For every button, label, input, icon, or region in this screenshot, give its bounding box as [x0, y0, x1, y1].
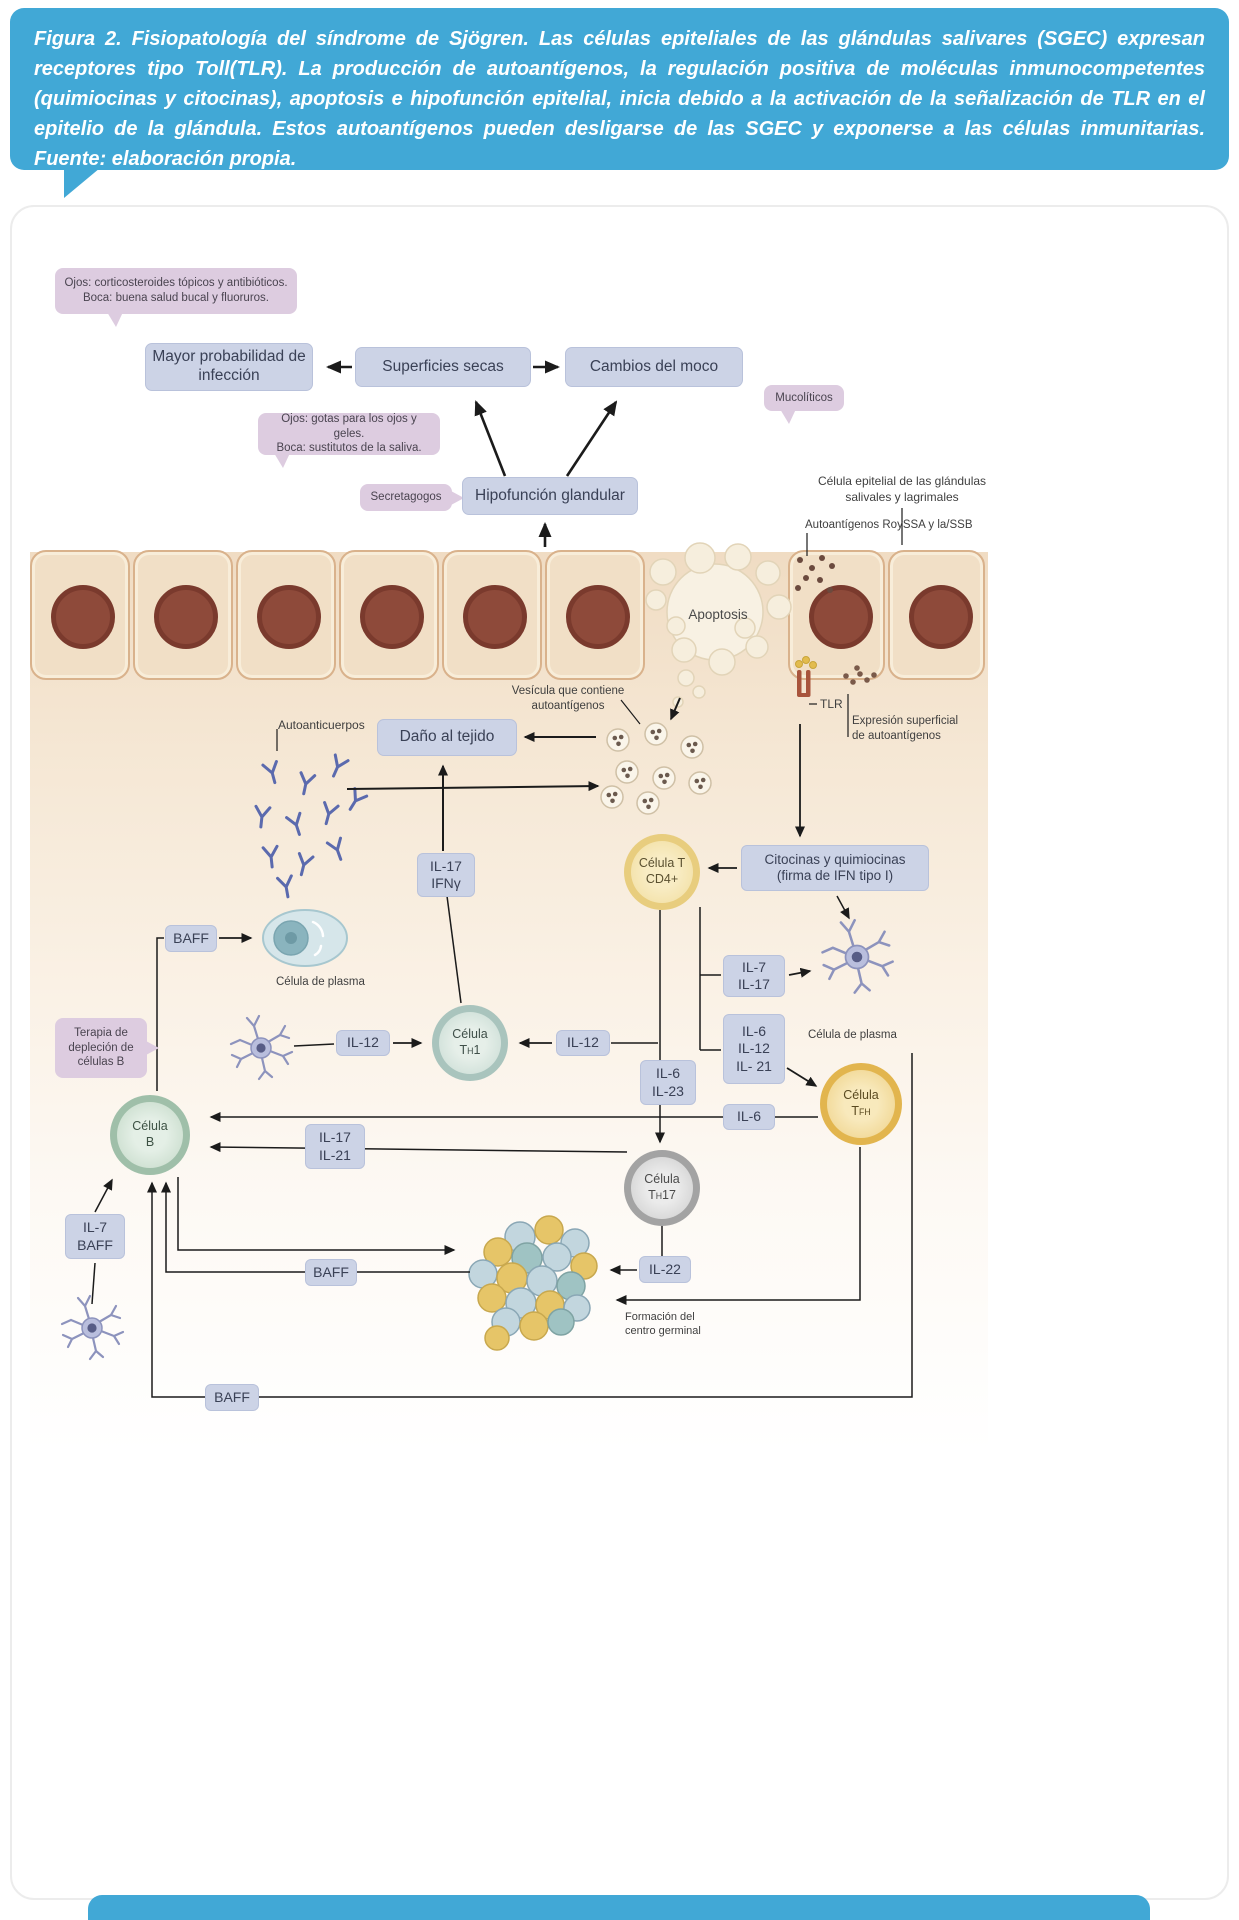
callout-tail	[274, 453, 290, 468]
label-germinal-center: Formación del centro germinal	[625, 1311, 701, 1338]
callout-topical-treatment: Ojos: corticosteroides tópicos y antibió…	[55, 268, 297, 327]
box-cytokines-chemokines: Citocinas y quimiocinas (firma de IFN ti…	[741, 845, 929, 891]
cell-nucleus	[463, 585, 527, 649]
figure-caption-text: Figura 2. Fisiopatología del síndrome de…	[34, 28, 1205, 170]
b-cell: Célula B	[110, 1095, 190, 1175]
label-autoantigens: Autoantígenos RoySSA y la/SSB	[805, 519, 973, 531]
callout-mucoliticos: Mucolíticos	[764, 385, 844, 424]
cell-nucleus	[257, 585, 321, 649]
box-il12-left: IL-12	[336, 1030, 390, 1056]
cell-nucleus	[566, 585, 630, 649]
th17-cell: Célula TH17	[624, 1150, 700, 1226]
epithelial-cell	[788, 550, 885, 680]
figure-caption-box: Figura 2. Fisiopatología del síndrome de…	[10, 8, 1229, 170]
cell-nucleus	[909, 585, 973, 649]
cell-nucleus	[51, 585, 115, 649]
caption-tail	[64, 168, 100, 198]
epithelial-cell	[30, 550, 130, 680]
box-il6: IL-6	[723, 1104, 775, 1130]
epithelial-cell	[339, 550, 439, 680]
epithelial-cell	[133, 550, 233, 680]
callout-b-cell-depletion: Terapia de depleción de células B	[55, 1018, 159, 1078]
label-vesicle: Vesícula que contiene autoantígenos	[511, 685, 625, 712]
label-plasma-cell-right: Célula de plasma	[808, 1029, 897, 1041]
epithelial-cell	[442, 550, 542, 680]
box-il17-il21: IL-17 IL-21	[305, 1124, 365, 1169]
box-il12-right: IL-12	[556, 1030, 610, 1056]
callout-tail	[451, 490, 464, 505]
box-baff-germinal: BAFF	[305, 1259, 357, 1286]
callout-substitutes-treatment: Ojos: gotas para los ojos y geles. Boca:…	[258, 413, 440, 468]
box-il6-il12-il21: IL-6 IL-12 IL- 21	[723, 1014, 785, 1084]
callout-tail	[107, 312, 123, 327]
t-cd4-cell: Célula T CD4+	[624, 834, 700, 910]
epithelial-cell	[236, 550, 336, 680]
epithelial-cell	[545, 550, 645, 680]
label-tlr: TLR	[820, 697, 843, 711]
callout-tail	[780, 409, 796, 424]
label-epithelial-cell: Célula epitelial de las glándulas saliva…	[817, 474, 987, 504]
box-il22: IL-22	[639, 1256, 691, 1283]
epithelial-cell	[888, 550, 985, 680]
box-il7-il17: IL-7 IL-17	[723, 955, 785, 997]
box-il17-ifng: IL-17 IFNγ	[417, 853, 475, 897]
box-dry-surfaces: Superficies secas	[355, 347, 531, 387]
box-mucus-changes: Cambios del moco	[565, 347, 743, 387]
cell-nucleus	[360, 585, 424, 649]
box-infection: Mayor probabilidad de infección	[145, 343, 313, 391]
tissue-background	[30, 552, 988, 1452]
label-autoantibodies: Autoanticuerpos	[278, 718, 365, 732]
callout-tail	[146, 1041, 159, 1055]
callout-secretagogos: Secretagogos	[360, 484, 464, 511]
box-baff-plasma: BAFF	[165, 925, 217, 952]
box-tissue-damage: Daño al tejido	[377, 719, 517, 756]
label-apoptosis: Apoptosis	[688, 607, 748, 622]
next-caption-bar	[88, 1895, 1150, 1920]
box-baff-bottom: BAFF	[205, 1384, 259, 1411]
box-il6-il23: IL-6 IL-23	[640, 1060, 696, 1105]
tfh-cell: Célula TFH	[820, 1063, 902, 1145]
label-surface-expression: Expresión superficial de autoantígenos	[852, 715, 959, 742]
label-plasma-cell-left: Célula de plasma	[276, 976, 365, 988]
box-gland-hypofunction: Hipofunción glandular	[462, 477, 638, 515]
cell-nucleus	[809, 585, 873, 649]
th1-cell: Célula TH1	[432, 1005, 508, 1081]
box-il7-baff: IL-7 BAFF	[65, 1214, 125, 1259]
cell-nucleus	[154, 585, 218, 649]
